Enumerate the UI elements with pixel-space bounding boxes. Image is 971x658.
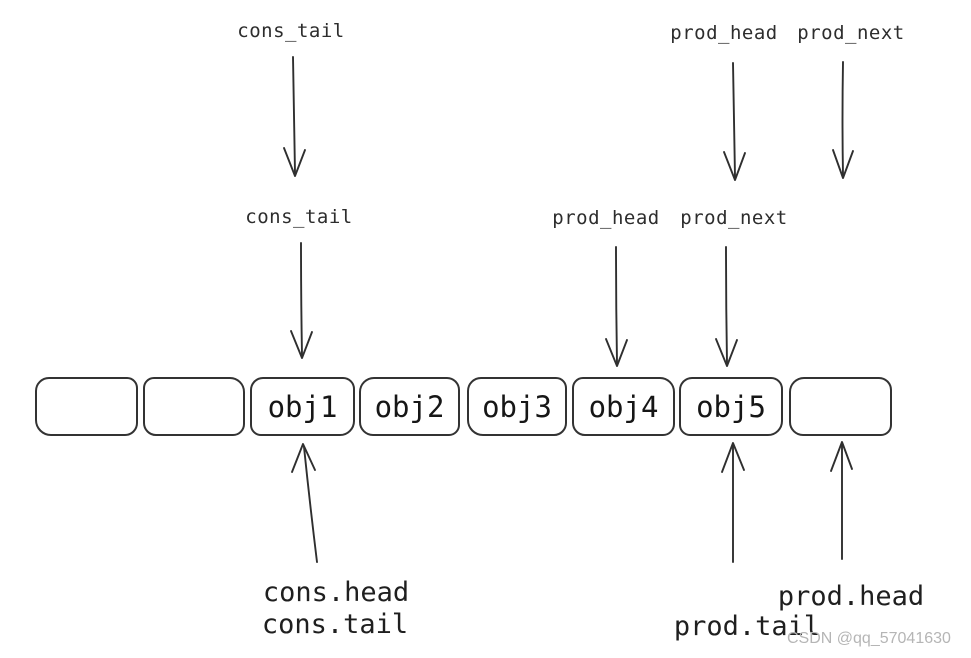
cell-label: obj4 xyxy=(588,389,659,424)
prod-head-arrow-bottom xyxy=(830,441,853,560)
buffer-cell-obj5: obj5 xyxy=(679,377,783,436)
cons-tail-arrow-lower xyxy=(290,242,313,359)
label-prod-head-bottom: prod.head xyxy=(777,581,925,612)
prod-next-arrow-upper xyxy=(832,61,854,179)
cons-head-tail-arrow xyxy=(291,443,318,563)
label-prod-next-row1: prod_next xyxy=(797,22,905,44)
label-cons-tail-row2: cons_tail xyxy=(245,206,353,228)
prod-tail-arrow xyxy=(721,442,745,563)
buffer-cell-obj1: obj1 xyxy=(250,377,355,436)
label-cons-head-bottom: cons.head xyxy=(262,577,410,608)
label-prod-next-row2: prod_next xyxy=(680,207,788,229)
label-prod-tail-bottom: prod.tail xyxy=(673,611,821,642)
label-prod-head-row2: prod_head xyxy=(552,207,660,229)
buffer-cell-empty-1 xyxy=(35,377,138,436)
cons-tail-arrow-upper xyxy=(283,56,306,177)
buffer-cell-obj2: obj2 xyxy=(359,377,460,436)
prod-next-arrow-lower xyxy=(715,246,738,367)
prod-head-arrow-upper xyxy=(723,62,746,181)
label-cons-tail-row1: cons_tail xyxy=(237,20,345,42)
cell-label: obj2 xyxy=(374,389,445,424)
buffer-cell-empty-3 xyxy=(789,377,892,436)
buffer-cell-obj3: obj3 xyxy=(467,377,567,436)
label-prod-head-row1: prod_head xyxy=(670,22,778,44)
cell-label: obj5 xyxy=(696,389,766,424)
cell-label: obj1 xyxy=(267,389,338,424)
csdn-watermark: CSDN @qq_57041630 xyxy=(787,630,951,647)
buffer-cell-obj4: obj4 xyxy=(572,377,675,436)
buffer-cell-empty-2 xyxy=(143,377,245,436)
prod-head-arrow-lower xyxy=(605,246,628,367)
label-cons-tail-bottom: cons.tail xyxy=(261,609,409,640)
cell-label: obj3 xyxy=(482,389,552,424)
